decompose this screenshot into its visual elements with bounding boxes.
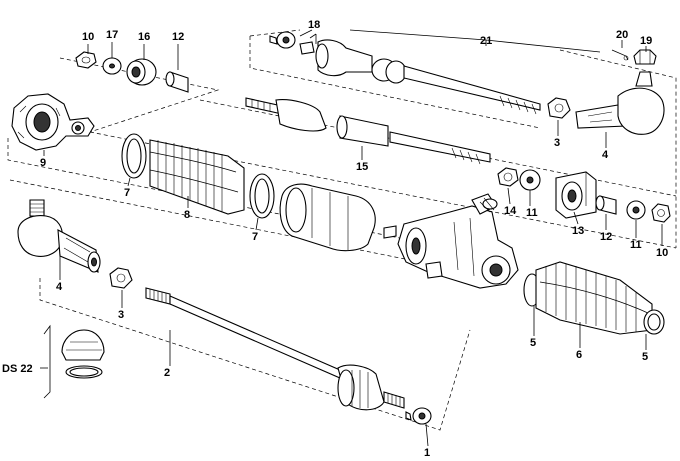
- repair-kit-group: [40, 324, 105, 399]
- callout-1: 1: [424, 447, 430, 459]
- callout-labels: 10 17 16 12 18 21 20 19 9 3 4 15 7 8 7 1…: [2, 19, 668, 459]
- tie-rod-end-upper: [575, 71, 665, 135]
- callout-9: 9: [40, 157, 46, 169]
- clamp-sleeve-right: [249, 173, 275, 219]
- rubber-boot-right: [535, 261, 653, 335]
- callout-12-right: 12: [600, 231, 612, 243]
- rack-housing: [279, 183, 397, 252]
- nut-part: [75, 51, 97, 69]
- lower-tie-rod: [145, 287, 405, 411]
- clamp-ring-right: [643, 309, 665, 335]
- callout-6: 6: [576, 349, 582, 361]
- nut-part-right: [651, 203, 671, 223]
- sleeve-part-right: [595, 195, 617, 215]
- nut-part-mid: [497, 167, 519, 187]
- callout-19: 19: [640, 35, 652, 47]
- rubber-bushing-part: [126, 58, 157, 86]
- callout-4-lower: 4: [56, 281, 63, 293]
- washer-part-right: [626, 200, 646, 220]
- clamp-sleeve-left: [121, 133, 147, 179]
- castle-nut-and-pin: [611, 49, 657, 65]
- callout-14: 14: [504, 205, 517, 217]
- callout-13: 13: [572, 225, 584, 237]
- mounting-bracket: [555, 171, 597, 219]
- leader-lines: [43, 29, 663, 447]
- callout-ds22: DS 22: [2, 363, 33, 375]
- callout-2: 2: [164, 367, 170, 379]
- sleeve-part: [165, 71, 189, 93]
- steering-gear-box: [397, 193, 519, 289]
- callout-3-lower: 3: [118, 309, 124, 321]
- ring-part-upper: [269, 31, 296, 49]
- nut-part-upper: [547, 97, 571, 119]
- callout-5-left: 5: [530, 337, 536, 349]
- callout-8: 8: [184, 209, 190, 221]
- callout-10: 10: [82, 31, 94, 43]
- callout-5-right: 5: [642, 351, 648, 363]
- callout-12: 12: [172, 31, 184, 43]
- callout-15: 15: [356, 161, 368, 173]
- tie-rod-end-lower: [17, 199, 101, 273]
- ring-part-lower: [405, 407, 432, 425]
- callout-18: 18: [308, 19, 320, 31]
- callout-7-left: 7: [124, 187, 130, 199]
- upper-tie-rod: [299, 39, 541, 115]
- rack-shaft: [245, 97, 491, 165]
- callout-4-upper: 4: [602, 149, 609, 161]
- nut-part-lower: [109, 267, 133, 289]
- rubber-boot-left: [149, 139, 245, 215]
- washer-part: [102, 57, 122, 75]
- callout-21: 21: [480, 35, 492, 47]
- callout-3-upper: 3: [554, 137, 560, 149]
- callout-10-right: 10: [656, 247, 668, 259]
- callout-16: 16: [138, 31, 150, 43]
- callout-17: 17: [106, 29, 118, 41]
- washer-part-mid: [519, 169, 541, 191]
- steering-housing-bracket: [11, 93, 95, 151]
- callout-7-right: 7: [252, 231, 258, 243]
- callout-20: 20: [616, 29, 628, 41]
- callout-11-mid: 11: [526, 207, 538, 219]
- callout-11-right: 11: [630, 239, 642, 251]
